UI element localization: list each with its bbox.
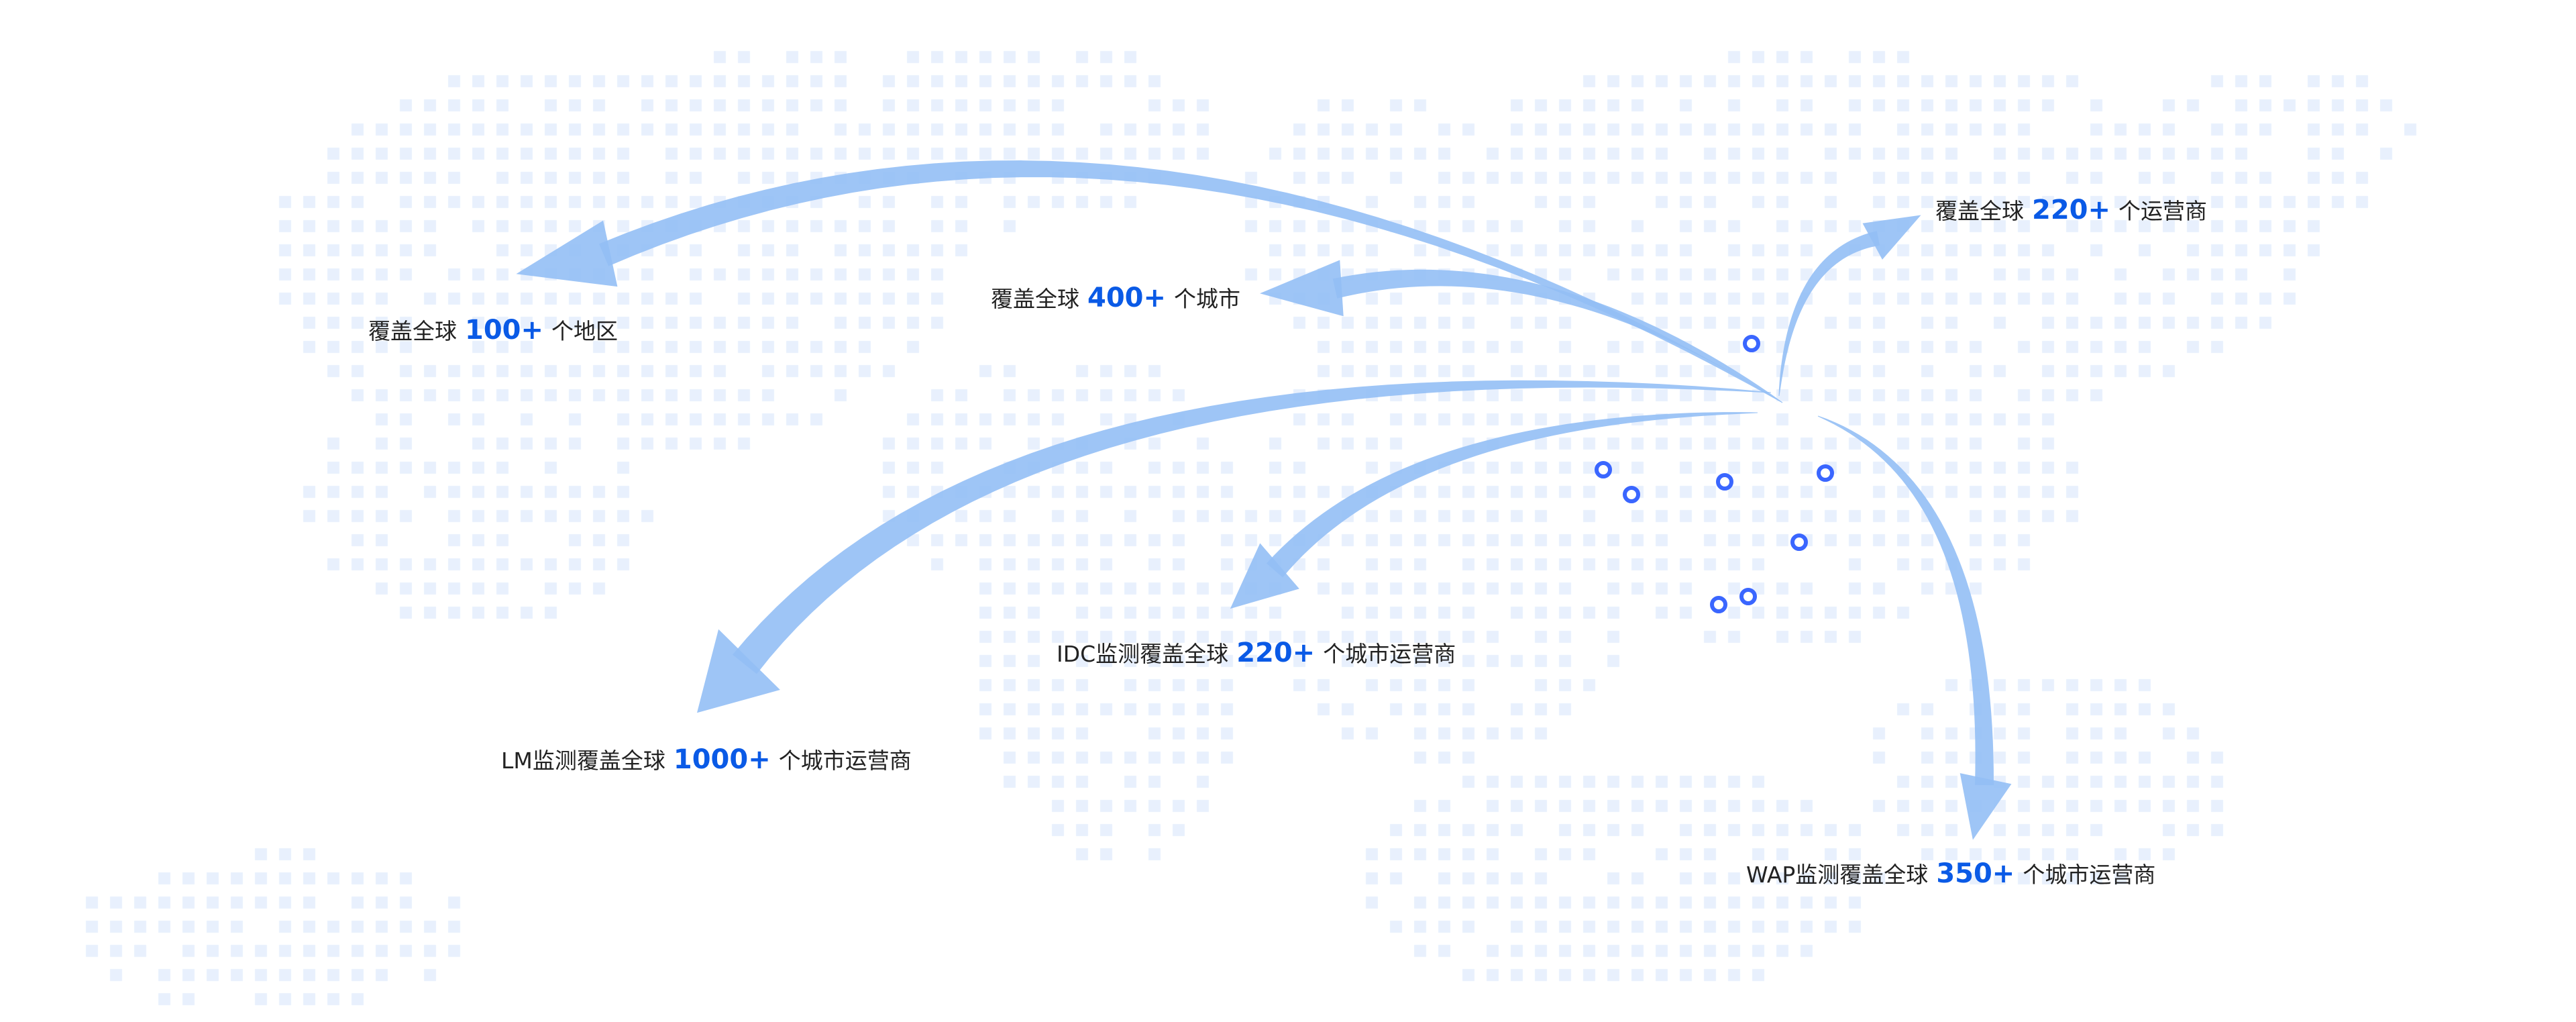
label-suffix: 个运营商 — [2118, 198, 2208, 224]
label-regions: 覆盖全球 100+ 个地区 — [368, 317, 618, 344]
arrow-body — [1332, 269, 1783, 403]
location-node — [1817, 464, 1834, 482]
arrow-body — [1817, 415, 1994, 786]
label-operators: 覆盖全球 220+ 个运营商 — [1935, 197, 2207, 223]
arrow-head-icon — [1862, 215, 1921, 260]
label-number: 100+ — [465, 315, 544, 346]
location-node — [1716, 473, 1733, 491]
arrow-idc — [1230, 412, 1758, 609]
label-prefix: IDC监测覆盖全球 — [1057, 641, 1229, 667]
arrow-head-icon — [1260, 260, 1344, 317]
label-prefix: WAP监测覆盖全球 — [1746, 862, 1929, 888]
arrow-head-icon — [516, 220, 618, 287]
arrow-cities — [1260, 260, 1783, 403]
arrow-operators — [1778, 215, 1921, 397]
label-suffix: 个城市 — [1174, 286, 1241, 312]
label-number: 220+ — [1236, 637, 1316, 668]
label-prefix: 覆盖全球 — [1935, 198, 2024, 224]
location-node — [1595, 461, 1612, 478]
location-node — [1710, 596, 1727, 613]
arrow-body — [1778, 231, 1880, 397]
label-wap: WAP监测覆盖全球 350+ 个城市运营商 — [1746, 860, 2155, 887]
arrow-lm — [696, 380, 1772, 713]
arrow-body — [598, 160, 1783, 403]
location-node — [1623, 486, 1640, 503]
label-idc: IDC监测覆盖全球 220+ 个城市运营商 — [1057, 640, 1456, 666]
label-number: 350+ — [1936, 858, 2015, 889]
label-number: 220+ — [2032, 195, 2111, 225]
arrow-regions — [516, 160, 1783, 403]
label-suffix: 个城市运营商 — [2023, 862, 2156, 888]
label-number: 1000+ — [673, 744, 771, 775]
arrow-head-icon — [1960, 773, 2012, 840]
label-suffix: 个城市运营商 — [778, 748, 912, 774]
label-cities: 覆盖全球 400+ 个城市 — [991, 285, 1240, 311]
arrow-head-icon — [696, 629, 780, 713]
label-prefix: 覆盖全球 — [991, 286, 1079, 312]
label-suffix: 个城市运营商 — [1323, 641, 1456, 667]
label-prefix: LM监测覆盖全球 — [501, 748, 665, 774]
arrow-wap — [1817, 415, 2012, 840]
location-node — [1743, 335, 1760, 352]
label-number: 400+ — [1087, 283, 1167, 313]
location-node — [1790, 533, 1808, 551]
label-suffix: 个地区 — [551, 318, 619, 344]
arrow-head-icon — [1230, 543, 1299, 609]
label-lm: LM监测覆盖全球 1000+ 个城市运营商 — [501, 746, 912, 773]
location-node — [1739, 588, 1757, 605]
label-prefix: 覆盖全球 — [368, 318, 457, 344]
arrow-body — [1266, 412, 1758, 578]
